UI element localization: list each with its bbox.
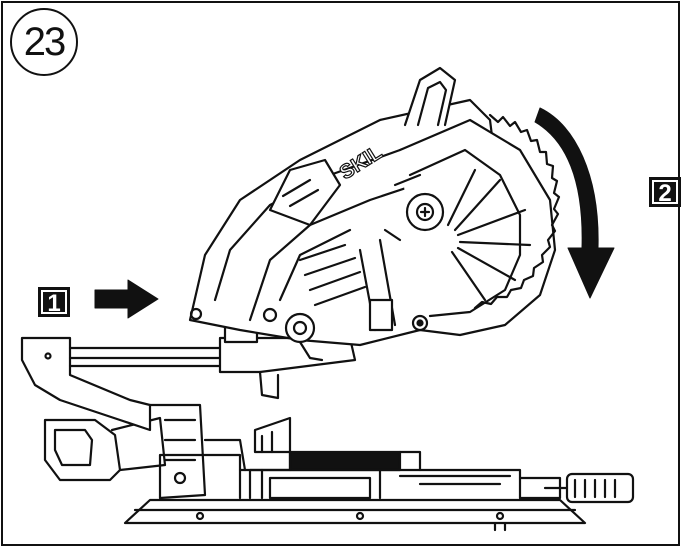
saw-base — [123, 416, 635, 532]
right-arrow-icon — [94, 279, 159, 319]
figure-number: 23 — [10, 8, 78, 76]
step-1-badge: 1 — [38, 287, 70, 317]
curved-down-arrow-icon — [534, 107, 615, 299]
step-2-badge: 2 — [649, 177, 681, 207]
saw-head-housing — [188, 66, 561, 362]
saw-rear-column — [43, 403, 247, 500]
blade-spokes — [446, 168, 532, 302]
saw-slide-rails — [20, 320, 357, 432]
